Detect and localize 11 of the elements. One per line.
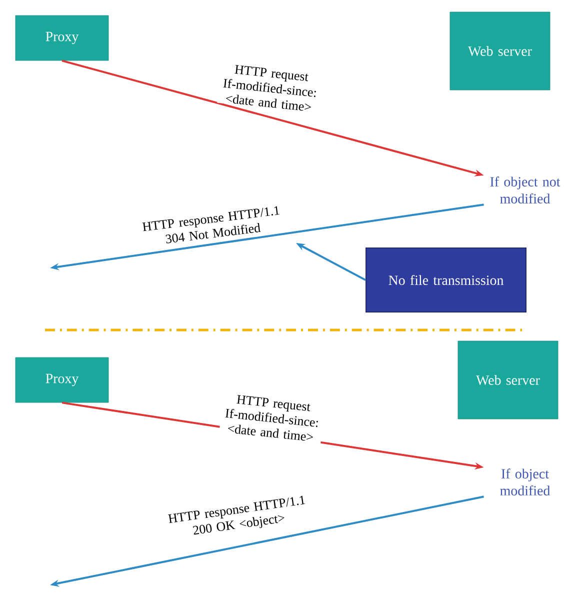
condition-text: If object not modified <box>490 176 560 204</box>
server-box: Web server <box>458 340 558 420</box>
edge-label: HTTP response HTTP/1.1 200 OK <object> <box>166 494 310 542</box>
server-box: Proxy <box>15 15 109 61</box>
callout-box: No file transmission <box>366 248 526 312</box>
edge-label: HTTP request If-modified-since: <date and time> <box>217 62 323 114</box>
edge-label: HTTP request If-modified-since: <date and time> <box>219 392 325 444</box>
edge-label: HTTP response HTTP/1.1 304 Not Modified <box>140 204 284 248</box>
condition-text: If object modified <box>500 468 550 496</box>
server-box: Proxy <box>15 357 109 403</box>
server-box: Web server <box>450 12 550 90</box>
